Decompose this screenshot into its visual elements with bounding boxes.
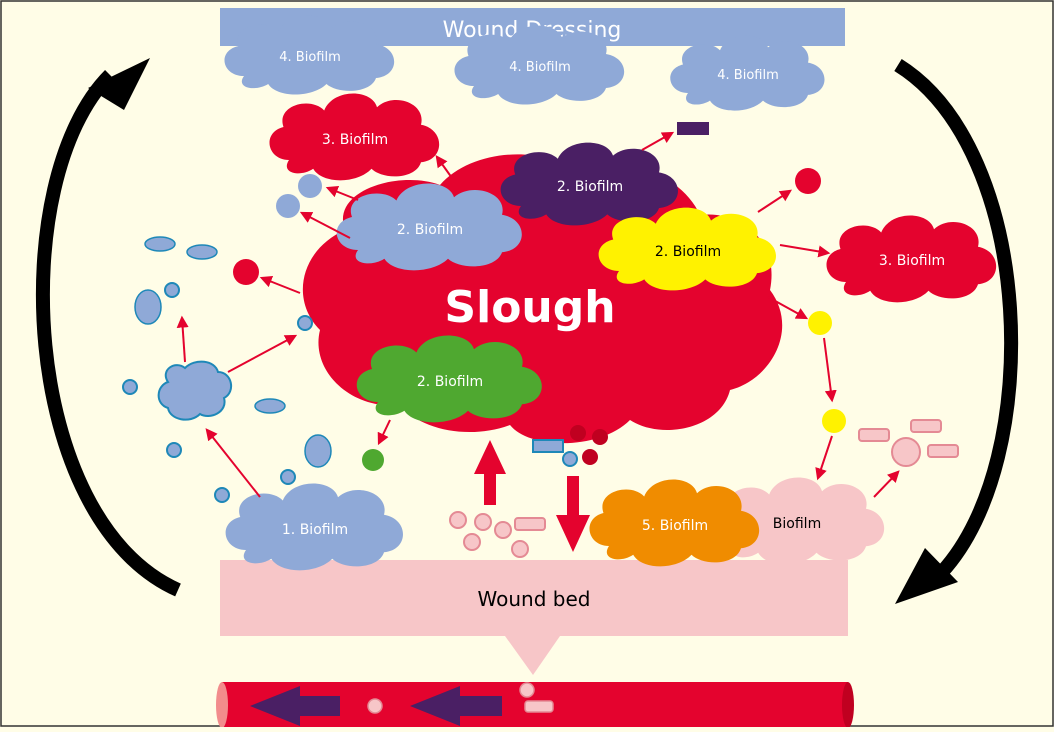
biofilm-3-top-left: 3. Biofilm: [269, 94, 439, 181]
biofilm-2-purple: 2. Biofilm: [501, 143, 678, 226]
cell: [165, 283, 179, 297]
vessel-left-end: [216, 682, 228, 727]
small-cluster: [135, 290, 161, 324]
pink-cell: [495, 522, 511, 538]
cell-red: [795, 168, 821, 194]
biofilm-2-blue-label: 2. Biofilm: [397, 222, 463, 238]
biofilm-2-green: 2. Biofilm: [357, 336, 542, 423]
biofilm-5: 5. Biofilm: [589, 480, 759, 567]
pink-rod: [515, 518, 545, 530]
biofilm-pink-label: Biofilm: [773, 516, 821, 532]
pink-cell: [464, 534, 480, 550]
pink-cell: [520, 683, 534, 697]
biofilm-3-right: 3. Biofilm: [826, 216, 996, 303]
cell: [281, 470, 295, 484]
dark-red-cell: [582, 449, 598, 465]
pink-cell: [368, 699, 382, 713]
purple-rod: [677, 122, 709, 135]
pink-rod: [859, 429, 889, 441]
blue-rod: [533, 440, 563, 452]
wound-bed-label: Wound bed: [478, 587, 591, 611]
pink-rod: [911, 420, 941, 432]
pink-cell: [450, 512, 466, 528]
biofilm-4-left: 4. Biofilm: [224, 16, 394, 95]
blood-vessel: [216, 682, 854, 727]
biofilm-2-yellow: 2. Biofilm: [599, 208, 776, 291]
pink-cell: [475, 514, 491, 530]
cell: [215, 488, 229, 502]
biofilm-4-right: 4. Biofilm: [670, 36, 824, 111]
dark-red-cell: [592, 429, 608, 445]
biofilm-1: 1. Biofilm: [226, 484, 403, 571]
biofilm-4-center: 4. Biofilm: [454, 26, 624, 105]
pink-rod: [928, 445, 958, 457]
small-cluster: [145, 237, 175, 251]
cell-yellow: [808, 311, 832, 335]
cell-green: [362, 449, 384, 471]
cell-red: [233, 259, 259, 285]
pink-rod: [525, 701, 553, 712]
cell: [298, 316, 312, 330]
small-cluster: [255, 399, 285, 413]
biofilm-4-left-label: 4. Biofilm: [279, 50, 340, 65]
vessel-right-end: [842, 682, 854, 727]
biofilm-1-label: 1. Biofilm: [282, 522, 348, 538]
biofilm-2-green-label: 2. Biofilm: [417, 374, 483, 390]
biofilm-3-top-left-label: 3. Biofilm: [322, 132, 388, 148]
biofilm-4-right-label: 4. Biofilm: [717, 68, 778, 83]
small-cluster: [305, 435, 331, 467]
dark-red-cell: [570, 425, 586, 441]
cell: [276, 194, 300, 218]
cell: [563, 452, 577, 466]
pink-cell: [892, 438, 920, 466]
pink-cell: [512, 541, 528, 557]
cell: [167, 443, 181, 457]
small-cluster: [187, 245, 217, 259]
biofilm-3-right-label: 3. Biofilm: [879, 253, 945, 269]
biofilm-2-blue: 2. Biofilm: [337, 184, 522, 271]
cell: [298, 174, 322, 198]
biofilm-5-label: 5. Biofilm: [642, 518, 708, 534]
cell-yellow: [822, 409, 846, 433]
biofilm-4-center-label: 4. Biofilm: [509, 60, 570, 75]
cell: [123, 380, 137, 394]
biofilm-2-yellow-label: 2. Biofilm: [655, 244, 721, 260]
slough-label: Slough: [444, 282, 615, 333]
biofilm-2-purple-label: 2. Biofilm: [557, 179, 623, 195]
